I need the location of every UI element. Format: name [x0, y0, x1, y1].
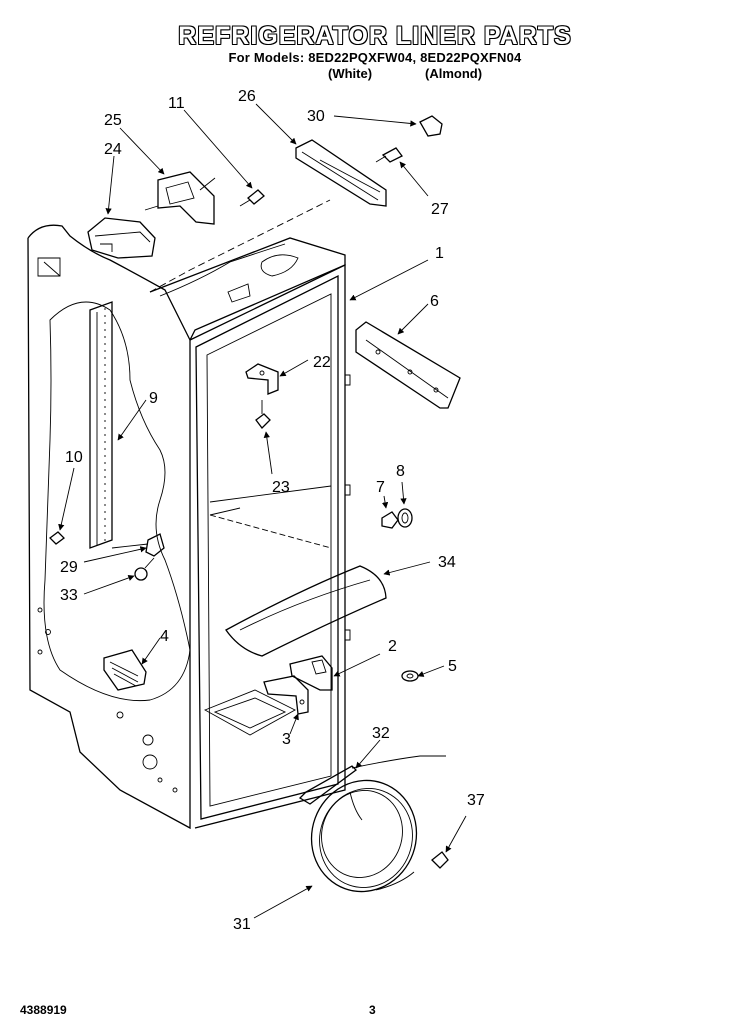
part-33-bulb: [134, 557, 155, 581]
callout-numbers: 11 26 30 25 24 27 1 6 22 9 23 10 7 8 29 …: [60, 88, 485, 933]
callout-11: 11: [168, 95, 185, 112]
part-34-cover: [225, 565, 387, 657]
part-29-socket: [111, 533, 165, 557]
callout-5: 5: [448, 658, 457, 675]
callout-26: 26: [238, 88, 256, 105]
callout-34: 34: [438, 554, 456, 571]
callout-3: 3: [282, 731, 291, 748]
callout-1: 1: [435, 245, 444, 262]
color-white-label: (White): [328, 66, 373, 81]
callout-31: 31: [233, 916, 251, 933]
callout-10: 10: [65, 449, 83, 466]
part-11-screw: [239, 189, 265, 207]
part-7-8-hardware: [381, 508, 413, 529]
document-number: 4388919: [20, 1003, 67, 1017]
part-26-rail: [295, 139, 387, 207]
callout-29: 29: [60, 559, 78, 576]
callout-37: 37: [467, 792, 485, 809]
part-10-screw: [49, 531, 65, 545]
callout-4: 4: [160, 628, 169, 645]
part-32-tie: [298, 755, 446, 805]
part-3-bracket: [263, 675, 309, 715]
part-23-screw: [255, 400, 271, 429]
part-37-screw: [431, 851, 449, 869]
part-4-grille: [103, 649, 147, 691]
part-25-bracket: [144, 171, 216, 225]
callout-7: 7: [376, 479, 385, 496]
part-31-harness: [310, 779, 418, 893]
callout-8: 8: [396, 463, 405, 480]
part-6-support: [355, 321, 461, 409]
liner-cabinet: [27, 199, 351, 830]
callout-25: 25: [104, 112, 122, 129]
callout-9: 9: [149, 390, 158, 407]
callout-22: 22: [313, 354, 331, 371]
callout-32: 32: [372, 725, 390, 742]
part-30-clip: [419, 115, 443, 137]
part-27-screw: [375, 147, 403, 163]
page-number: 3: [369, 1003, 376, 1017]
callout-6: 6: [430, 293, 439, 310]
callout-33: 33: [60, 587, 78, 604]
leader-lines: [58, 103, 467, 919]
callout-23: 23: [272, 479, 290, 496]
page-title: REFRIGERATOR LINER PARTS: [178, 22, 572, 50]
part-2-bracket: [289, 655, 333, 691]
part-22-bracket: [245, 363, 279, 395]
part-24-housing: [87, 217, 156, 259]
callout-24: 24: [104, 141, 122, 158]
callout-27: 27: [431, 201, 449, 218]
vertical-rail: [89, 301, 113, 549]
part-5-nut: [401, 670, 419, 682]
color-almond-label: (Almond): [425, 66, 483, 81]
callout-30: 30: [307, 108, 325, 125]
model-numbers: For Models: 8ED22PQXFW04, 8ED22PQXFN04: [228, 50, 522, 65]
callout-2: 2: [388, 638, 397, 655]
